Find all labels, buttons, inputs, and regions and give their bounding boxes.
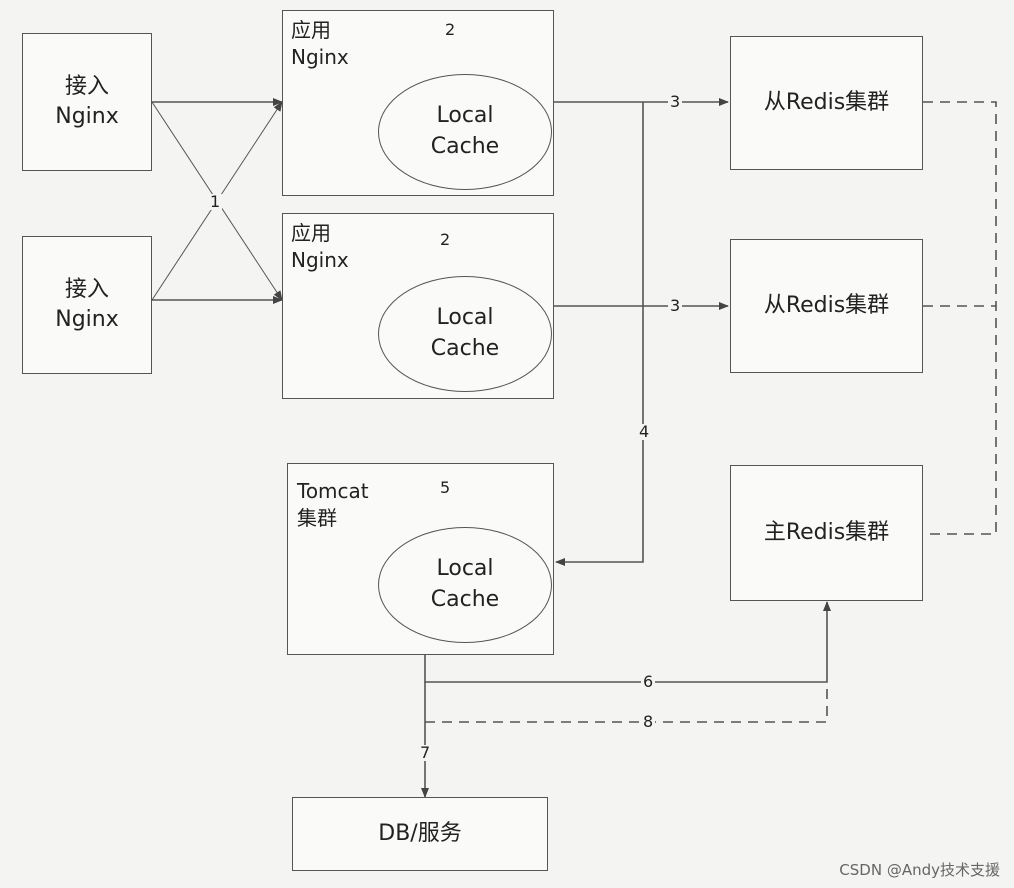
tomcat-cluster-label-en: Tomcat <box>297 479 369 503</box>
app-nginx-1-label-en: Nginx <box>291 45 349 69</box>
db-service: DB/服务 <box>292 797 548 871</box>
access-nginx-1: 接入 Nginx <box>22 33 152 171</box>
slave-redis-cluster-2: 从Redis集群 <box>730 239 923 373</box>
watermark: CSDN @Andy技术支援 <box>839 861 1000 879</box>
app-nginx-2-label-cn: 应用 <box>291 221 331 245</box>
step-2-label-bottom: 2 <box>438 230 453 249</box>
app-nginx-1-cache-label-2: Cache <box>430 134 500 159</box>
app-nginx-1-cache-label-1: Local <box>436 103 494 129</box>
slave-redis-2-label: 从Redis集群 <box>763 293 890 319</box>
step-8-label: 8 <box>641 712 656 731</box>
app-nginx-2-cache-label-2: Cache <box>430 336 500 361</box>
tomcat-cache-label-1: Local <box>436 556 494 582</box>
access-nginx-2-label-cn: 接入 <box>64 277 109 303</box>
app-nginx-2-cache-label-1: Local <box>436 305 494 331</box>
tomcat-local-cache: Local Cache <box>378 527 552 643</box>
access-nginx-1-label-cn: 接入 <box>64 74 109 100</box>
app-nginx-2-label-en: Nginx <box>291 248 349 272</box>
tomcat-cache-label-2: Cache <box>430 587 500 612</box>
master-redis-cluster: 主Redis集群 <box>730 465 923 601</box>
step-1-label: 1 <box>208 192 223 211</box>
app-nginx-2-title: 应用 Nginx <box>291 220 349 274</box>
step-7-label: 7 <box>418 743 433 762</box>
step-6-label: 6 <box>641 672 656 691</box>
app-nginx-1-label-cn: 应用 <box>291 18 331 42</box>
step-2-label-top: 2 <box>443 20 458 39</box>
app-nginx-1-title: 应用 Nginx <box>291 17 349 71</box>
master-redis-label: 主Redis集群 <box>763 520 890 546</box>
tomcat-cluster-label-cn: 集群 <box>297 506 337 530</box>
step-4-label: 4 <box>637 422 652 441</box>
access-nginx-2-label-en: Nginx <box>55 307 119 332</box>
slave-redis-1-label: 从Redis集群 <box>763 90 890 116</box>
step-5-label: 5 <box>438 478 453 497</box>
step-3-label-top: 3 <box>668 92 683 111</box>
slave-redis-cluster-1: 从Redis集群 <box>730 36 923 170</box>
access-nginx-2: 接入 Nginx <box>22 236 152 374</box>
step-3-label-bottom: 3 <box>668 296 683 315</box>
access-nginx-1-label-en: Nginx <box>55 104 119 129</box>
app-nginx-2-local-cache: Local Cache <box>378 276 552 392</box>
db-service-label: DB/服务 <box>378 821 462 847</box>
tomcat-cluster-title: Tomcat 集群 <box>297 478 369 532</box>
app-nginx-1-local-cache: Local Cache <box>378 74 552 190</box>
